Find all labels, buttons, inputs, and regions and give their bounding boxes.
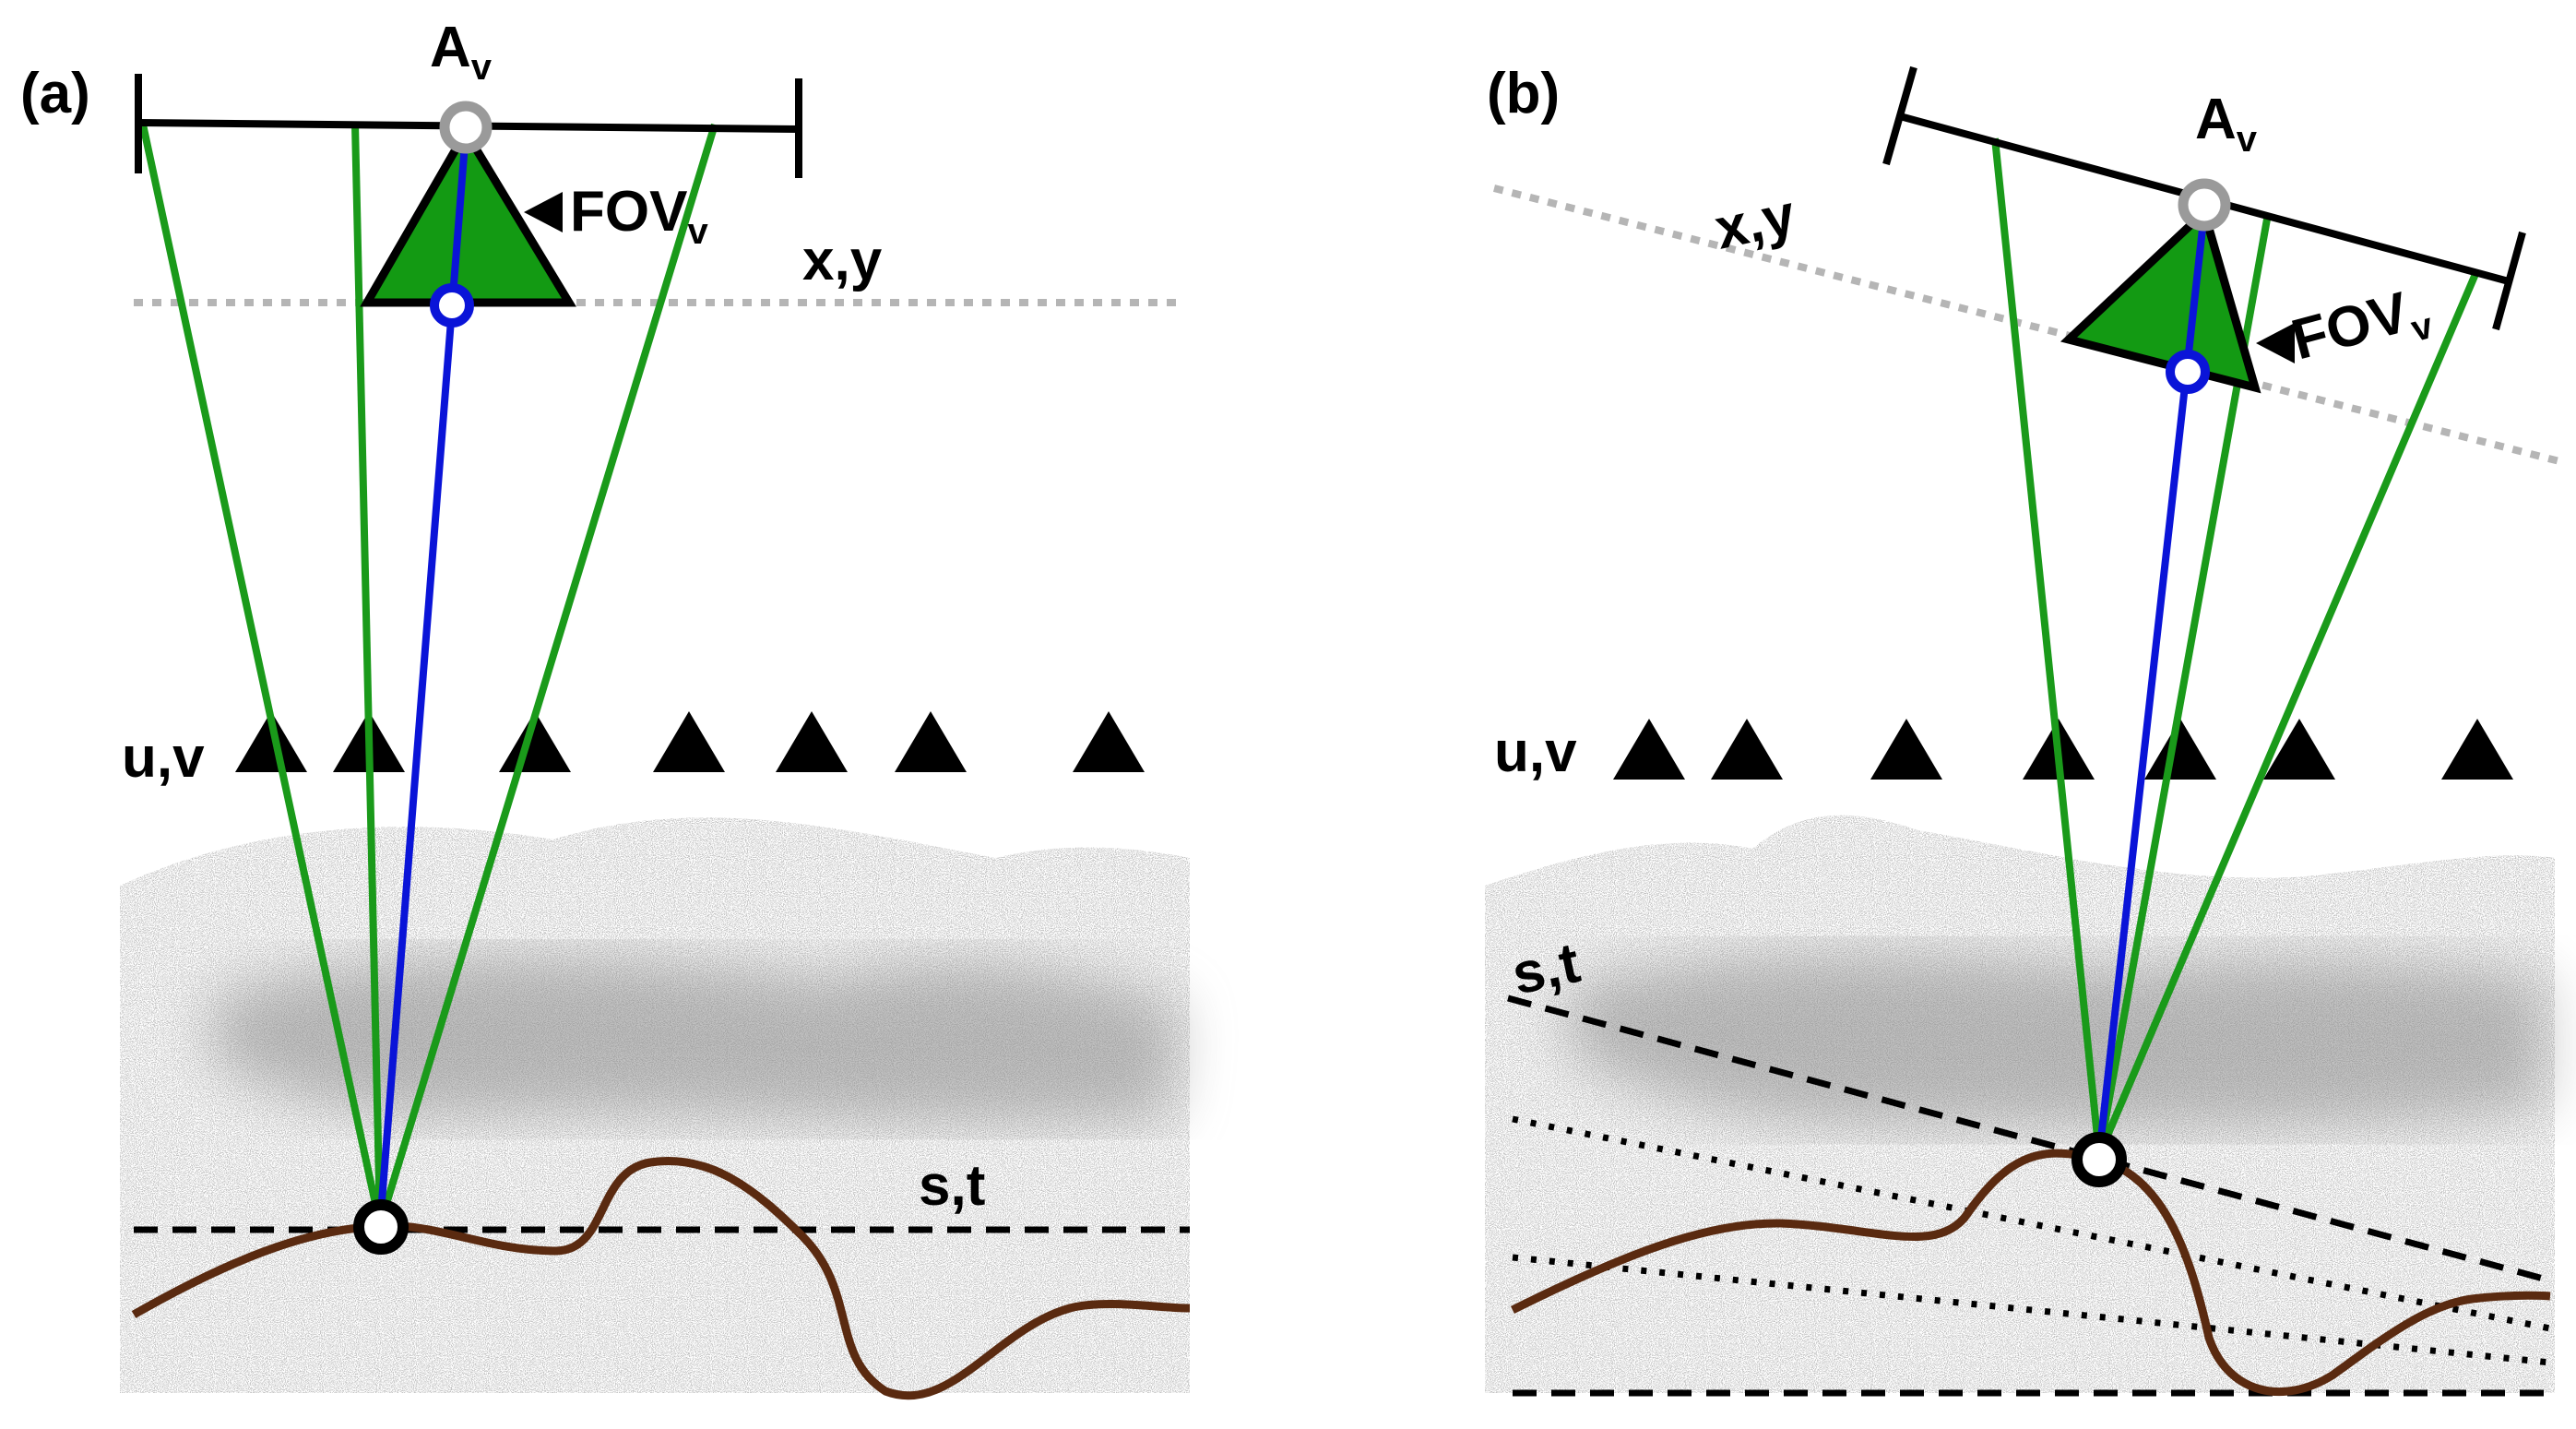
virtual-camera-icon: [2060, 204, 2261, 394]
camera-center-icon: [439, 101, 493, 154]
camera-center-icon: [2178, 178, 2231, 232]
uv-camera: [653, 711, 725, 772]
uv-plane-label: u,v: [122, 726, 205, 790]
uv-camera: [1613, 719, 1685, 780]
uv-camera: [1870, 719, 1942, 780]
ray: [2095, 272, 2479, 1157]
ray: [1991, 137, 2103, 1156]
focal-point-icon: [430, 283, 474, 327]
panel-a: (a) Av FOVv x,y u,v s,t: [20, 16, 1191, 1400]
st-plane: [1507, 994, 2551, 1284]
uv-plane-label: u,v: [1494, 720, 1577, 784]
uv-camera-array: [235, 711, 1145, 772]
green-rays: [139, 123, 718, 1227]
uv-camera: [1711, 719, 1783, 780]
panel-b: (b) Av FOVv x,y u,v s,t: [1485, 62, 2560, 1397]
uv-camera: [235, 711, 307, 772]
panel-label: (b): [1487, 62, 1560, 125]
fov-pointer-icon: [524, 192, 563, 232]
ray: [351, 124, 384, 1226]
st-plane-label: s,t: [919, 1154, 985, 1218]
uv-camera: [2441, 719, 2513, 780]
terrain-surface: [1510, 1149, 2551, 1397]
st-plane-label: s,t: [1507, 931, 1585, 1007]
focal-point-icon: [2166, 350, 2210, 394]
uv-camera: [2263, 719, 2335, 780]
uv-camera: [895, 711, 967, 772]
fov-label: FOVv: [2285, 275, 2439, 380]
foliage-volume: [1485, 815, 2555, 1393]
fov-label: FOVv: [570, 180, 708, 252]
panel-label: (a): [20, 62, 90, 125]
uv-camera: [2144, 719, 2216, 780]
uv-camera: [776, 711, 848, 772]
foliage-volume: [120, 817, 1190, 1393]
uv-camera: [499, 711, 571, 772]
ray: [376, 123, 718, 1227]
ground-point-icon: [353, 1199, 409, 1255]
camera-label: Av: [430, 16, 493, 88]
fov-pointer-icon: [2256, 323, 2295, 363]
camera-label: Av: [2195, 88, 2258, 160]
ground-point-icon: [2071, 1132, 2127, 1187]
ray: [139, 124, 384, 1226]
xy-plane-label: x,y: [802, 229, 883, 292]
xy-plane-label: x,y: [1710, 183, 1801, 262]
uv-camera: [1073, 711, 1145, 772]
